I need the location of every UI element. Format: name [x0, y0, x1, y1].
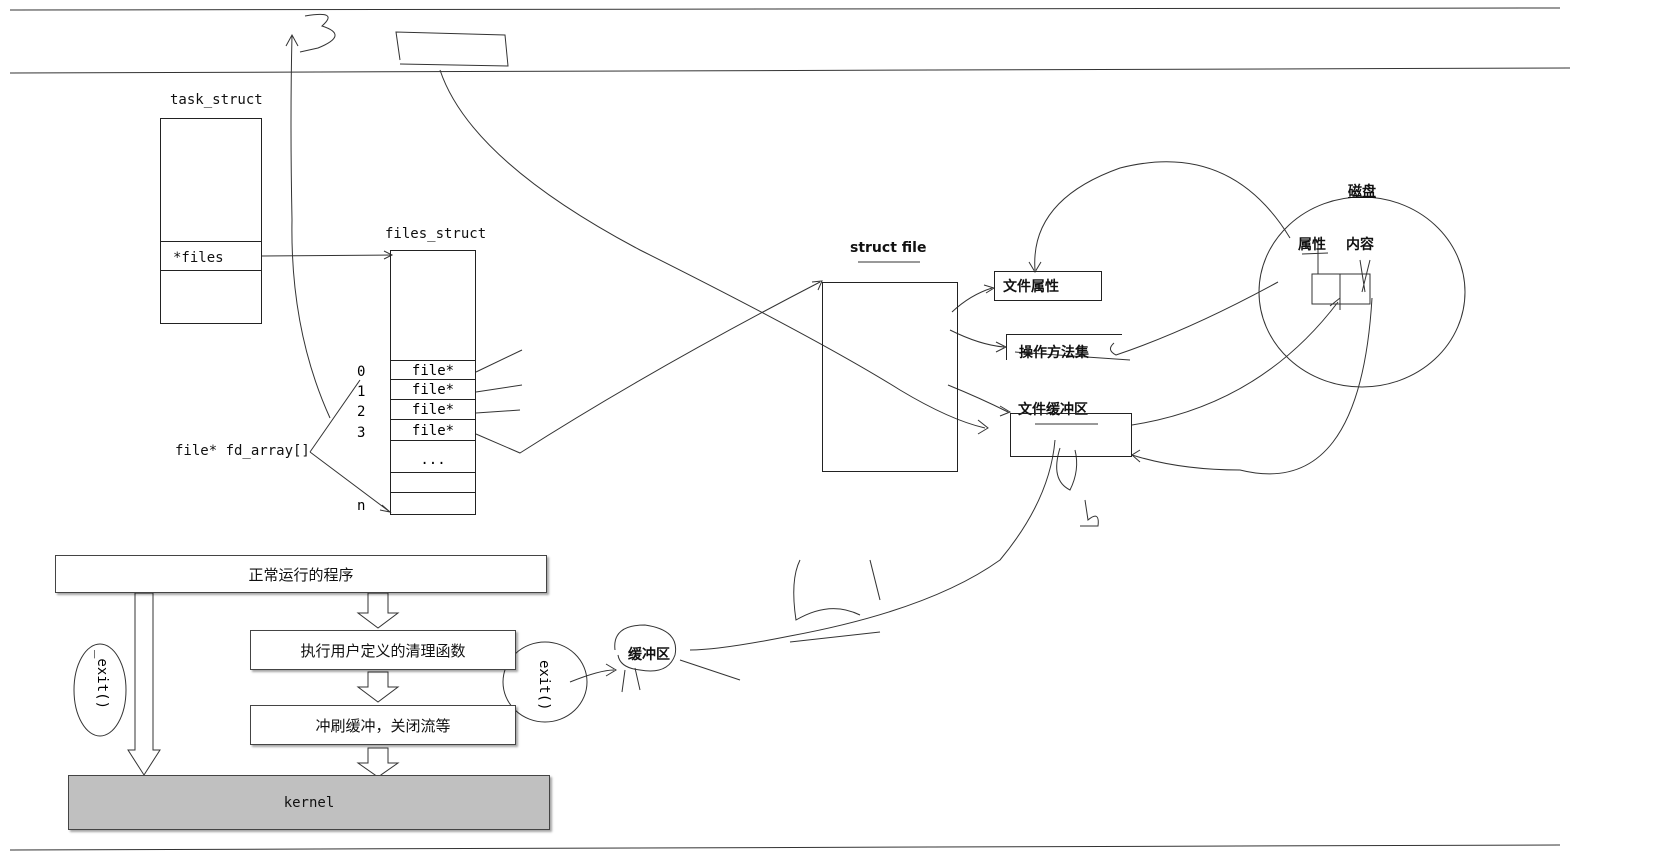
- files-pointer-arrow: [261, 254, 393, 257]
- buffer-to-user-buffer: [689, 439, 1056, 651]
- fd3-to-struct-file: [475, 281, 821, 454]
- task-struct-title: task_struct: [170, 92, 263, 108]
- second-separator-line: [9, 67, 1571, 74]
- file-ops-box: 操作方法集: [1006, 334, 1122, 361]
- files-struct-box: [390, 250, 476, 515]
- top-separator-line: [9, 7, 1561, 11]
- user-buffer-label: 缓冲区: [628, 647, 670, 663]
- disk-content-label: 内容: [1346, 237, 1374, 253]
- file-buffer-box: [1010, 413, 1132, 457]
- files-struct-title: files_struct: [385, 226, 487, 242]
- disk-attr-label: 属性: [1298, 237, 1326, 253]
- sketch-number-3: [299, 13, 336, 53]
- underscore-exit-label: _exit(): [94, 650, 110, 710]
- file-attr-box: 文件属性: [994, 271, 1102, 301]
- exit-label: exit(): [536, 660, 552, 711]
- task-struct-files-row: [160, 241, 262, 271]
- flow-normal-program: 正常运行的程序: [55, 555, 547, 593]
- fd-index-0: 0: [357, 364, 366, 380]
- fd-array-label: file* fd_array[]: [175, 443, 310, 459]
- bottom-separator-line: [9, 844, 1561, 851]
- down-arrow-1: [356, 592, 400, 629]
- disk-content-cell: [1339, 273, 1371, 305]
- disk-attr-cell: [1311, 273, 1341, 305]
- task-struct-box: [160, 118, 262, 324]
- fd-slot-ellipsis: ...: [390, 450, 476, 473]
- struct-file-title: struct file: [850, 240, 927, 256]
- disk-title: 磁盘: [1348, 184, 1376, 200]
- user-buffer-bubble: [614, 624, 677, 672]
- fd-slot-3: file*: [390, 421, 476, 441]
- long-down-arrow: [127, 592, 161, 776]
- down-arrow-2: [356, 671, 400, 703]
- fd-slot-blank: [390, 473, 476, 493]
- flow-flush-close: 冲刷缓冲，关闭流等: [250, 705, 516, 745]
- fd-index-n: n: [357, 498, 366, 514]
- fd-slot-0: file*: [390, 360, 476, 380]
- fd-index-1: 1: [357, 384, 366, 400]
- flow-user-cleanup: 执行用户定义的清理函数: [250, 630, 516, 670]
- curve-to-file-buffer: [439, 69, 986, 429]
- fd-index-2: 2: [357, 404, 366, 420]
- fd-array-brace: [309, 379, 391, 513]
- down-arrow-3: [356, 747, 400, 778]
- flow-kernel: kernel: [68, 775, 550, 830]
- struct-file-box: [822, 282, 958, 472]
- arrow-fd-to-top: [290, 34, 331, 419]
- sketch-bracket: [395, 31, 509, 67]
- fd-slot-1: file*: [390, 380, 476, 400]
- fd-index-3: 3: [357, 425, 366, 441]
- file-buffer-label: 文件缓冲区: [1018, 402, 1088, 418]
- task-struct-files-field: *files: [173, 250, 224, 266]
- disk-attr-to-file-attr: [1034, 161, 1291, 271]
- fd-slot-2: file*: [390, 400, 476, 420]
